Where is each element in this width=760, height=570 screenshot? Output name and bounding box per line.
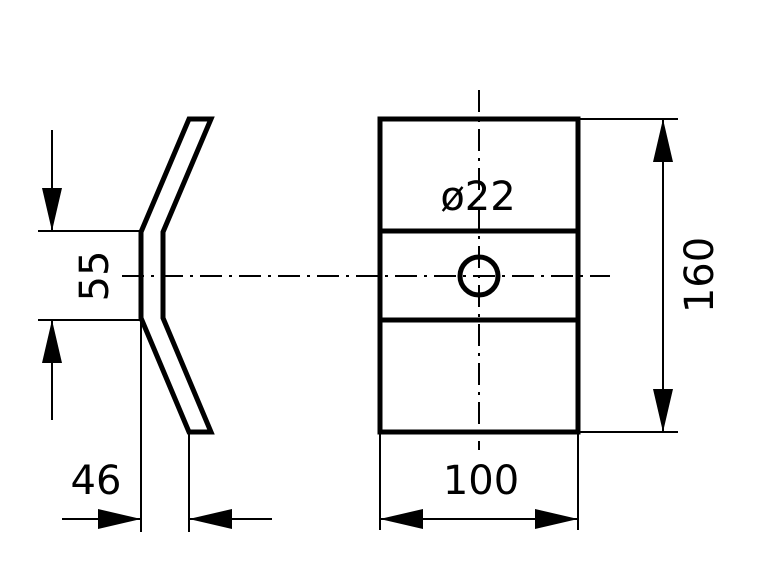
dimension-label-55: 55: [72, 251, 118, 302]
dimension-label-diameter: ø22: [440, 174, 515, 220]
dimension-55: 55: [38, 130, 141, 420]
arrowhead: [42, 320, 62, 363]
dimension-label-100: 100: [443, 458, 519, 504]
arrowhead: [653, 389, 673, 432]
arrowhead: [380, 509, 423, 529]
arrowhead: [653, 119, 673, 162]
center-lines: [122, 90, 610, 450]
bent-plate-profile: [138, 116, 215, 435]
arrowhead: [189, 509, 232, 529]
dimension-160: 160: [578, 118, 723, 433]
dimension-100: 100: [379, 432, 579, 530]
dimension-label-46: 46: [71, 458, 122, 504]
dimension-label-160: 160: [677, 237, 723, 313]
side-view: [138, 116, 215, 435]
arrowhead: [535, 509, 578, 529]
arrowhead: [98, 509, 141, 529]
dimension-46: 46: [62, 318, 272, 532]
arrowhead: [42, 188, 62, 231]
